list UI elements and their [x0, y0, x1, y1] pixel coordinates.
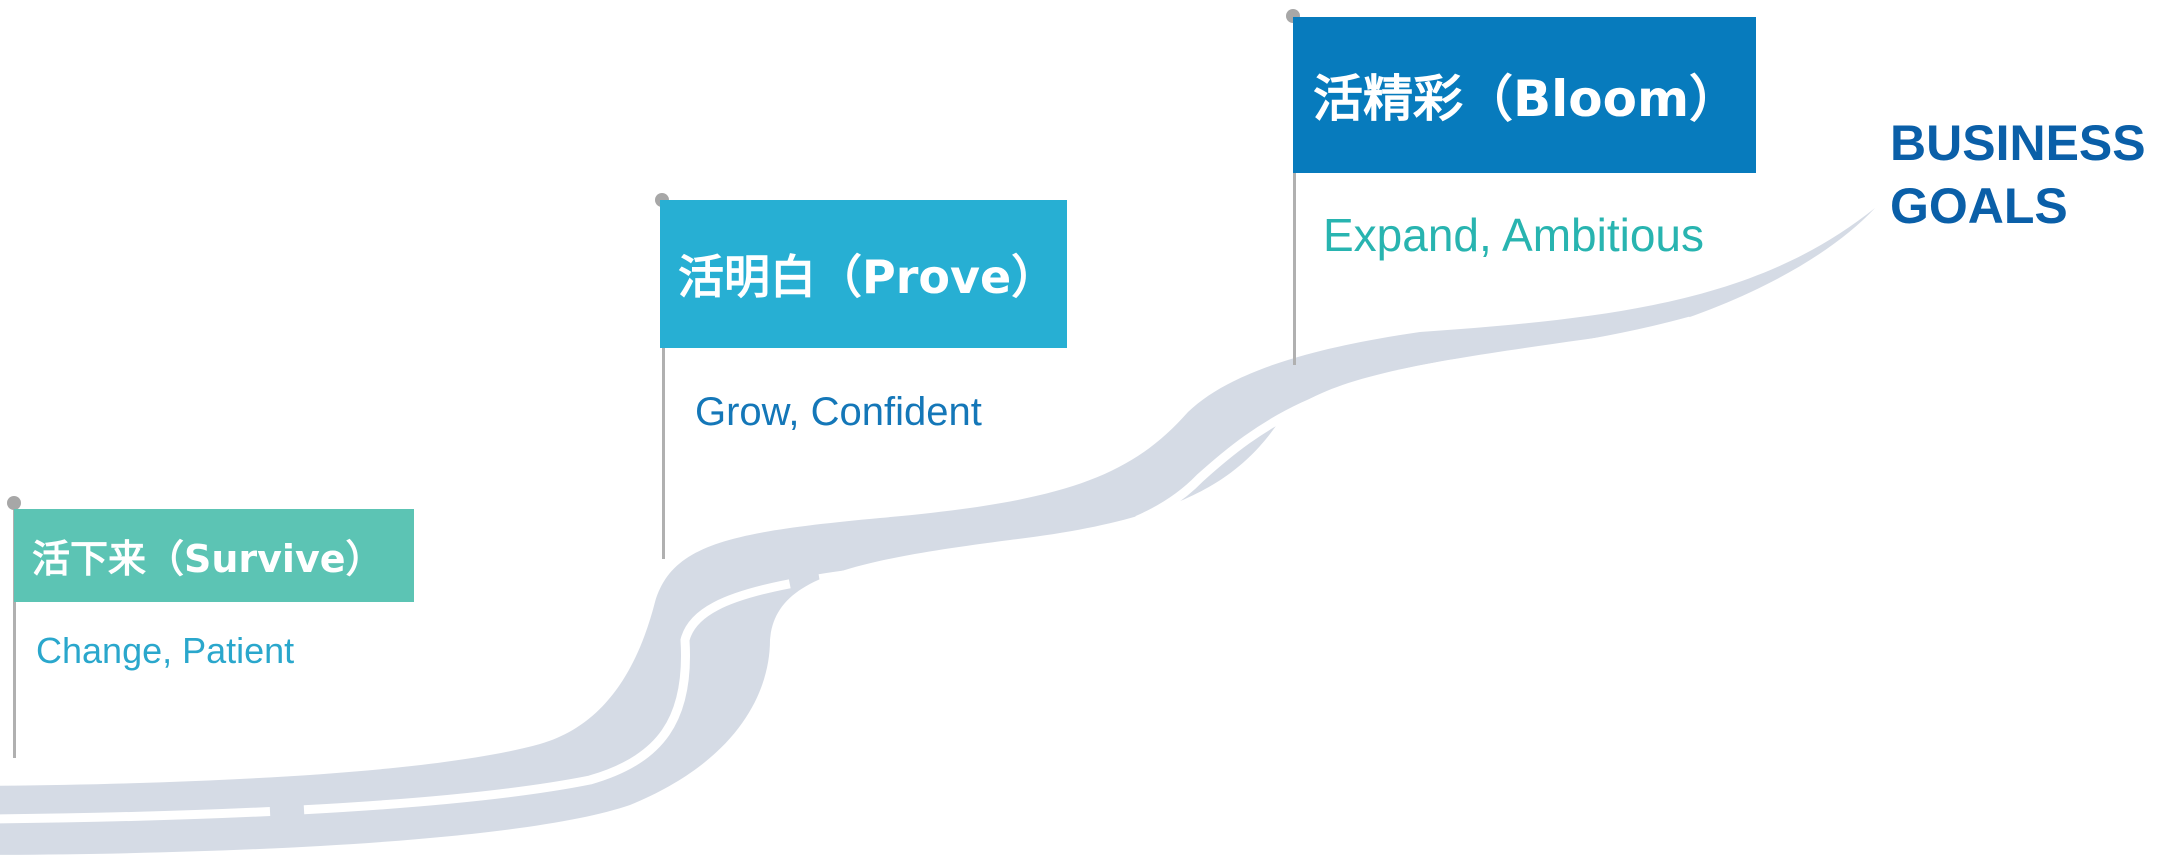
- stage-flag-label-bloom: 活精彩（Bloom）: [1313, 70, 1740, 128]
- stage-subtitle-survive: Change, Patient: [36, 630, 295, 671]
- stage-flag-bloom: 活精彩（Bloom）: [1293, 17, 1756, 173]
- stage-flag-label-survive: 活下来（Survive）: [32, 537, 384, 581]
- stage-subtitle-bloom: Expand, Ambitious: [1323, 209, 1705, 261]
- road-surface: [0, 208, 1875, 855]
- stage-flag-prove: 活明白（Prove）: [660, 200, 1067, 348]
- flag-pole-bloom: [1293, 17, 1296, 365]
- business-goals-line1: BUSINESS: [1890, 115, 2146, 171]
- flag-pole-prove: [662, 201, 665, 559]
- stage-subtitle-prove: Grow, Confident: [695, 390, 982, 434]
- flag-pole-top-survive: [7, 496, 21, 510]
- business-goals-line2: GOALS: [1890, 178, 2068, 234]
- stage-flag-survive: 活下来（Survive）: [14, 509, 414, 602]
- flag-pole-survive: [13, 503, 16, 758]
- business-goals-label: BUSINESS GOALS: [1890, 112, 2146, 238]
- stage-flag-label-prove: 活明白（Prove）: [678, 250, 1058, 304]
- lane-marking: [0, 241, 1863, 824]
